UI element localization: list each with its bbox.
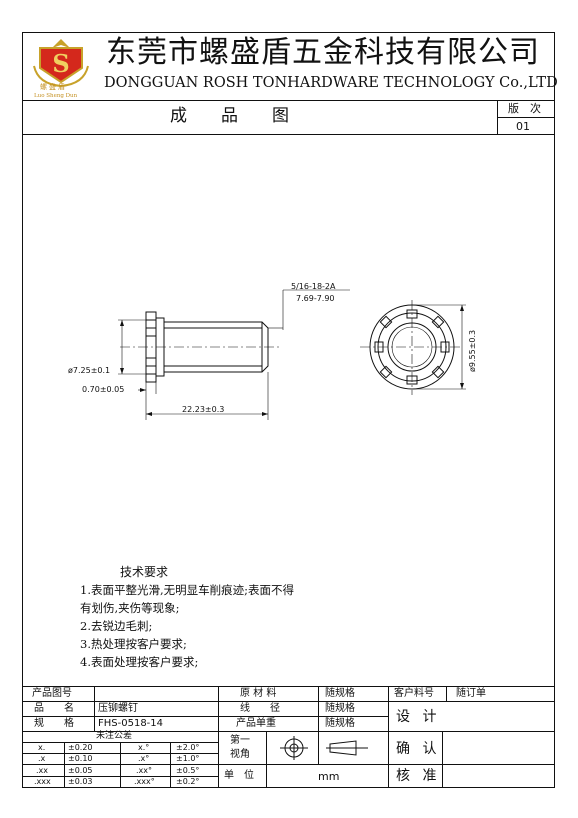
- spec-label: 规 格: [34, 718, 74, 729]
- name-label: 品 名: [34, 703, 74, 714]
- drawing-frame: [22, 32, 555, 788]
- tol-r0-c0: x.: [38, 743, 46, 752]
- unit-value: mm: [318, 770, 340, 783]
- company-name-en: DONGGUAN ROSH TONHARDWARE TECHNOLOGY Co.…: [104, 75, 558, 91]
- tol-r1-c2: .x°: [138, 754, 150, 763]
- head-diameter-label: ø7.25±0.1: [68, 366, 111, 375]
- length-label: 22.23±0.3: [182, 405, 225, 414]
- tol-r3-c3: ±0.2°: [176, 777, 200, 786]
- version-label: 版 次: [508, 102, 541, 115]
- tol-r2-c2: .xx°: [136, 766, 153, 775]
- material-value: 随规格: [325, 688, 355, 699]
- name-value: 压铆螺钉: [98, 703, 138, 714]
- company-logo: S: [30, 36, 92, 96]
- angle-label-2: 视角: [230, 749, 250, 760]
- customer-no-label: 客户料号: [394, 688, 434, 699]
- first-angle-projection-icon: [280, 736, 368, 760]
- tol-r0-c1: ±0.20: [68, 743, 93, 752]
- tol-r2-c0: .xx: [36, 766, 49, 775]
- weight-value: 随规格: [325, 718, 355, 729]
- customer-no-value: 随订单: [456, 688, 486, 699]
- tol-r3-c0: .xxx: [34, 777, 51, 786]
- thread-dim-label: 7.69-7.90: [296, 294, 335, 303]
- company-name-cn: 东莞市螺盛盾五金科技有限公司: [106, 35, 540, 70]
- approve-label: 核 准: [396, 768, 441, 784]
- logo-pinyin-text: Luo Sheng Dun: [34, 93, 78, 99]
- notes-line-3: 2.去锐边毛刺;: [80, 619, 153, 633]
- logo-letter: S: [52, 49, 69, 78]
- notes-line-4: 3.热处理按客户要求;: [80, 637, 187, 651]
- tol-r0-c2: x.°: [138, 743, 150, 752]
- notes-line-1: 1.表面平整光滑,无明显车削痕迹;表面不得: [80, 583, 295, 597]
- logo-cn-text: 螺盛盾: [40, 83, 67, 91]
- tol-r1-c1: ±0.10: [68, 754, 93, 763]
- thread-spec-label: 5/16-18-2A: [291, 282, 336, 291]
- tol-r3-c2: .xxx°: [134, 777, 155, 786]
- notes-title: 技术要求: [120, 565, 169, 579]
- weight-label: 产品单重: [236, 718, 276, 729]
- material-label: 原 材 料: [240, 688, 277, 699]
- tol-r2-c1: ±0.05: [68, 766, 93, 775]
- part-drawing: [118, 289, 466, 420]
- tol-r3-c1: ±0.03: [68, 777, 93, 786]
- drawing-title: 成 品 图: [170, 106, 289, 126]
- confirm-label: 确 认: [396, 741, 441, 757]
- product-no-label: 产品图号: [32, 688, 72, 699]
- tolerance-title: 未注公差: [96, 731, 133, 741]
- version-value: 01: [516, 120, 530, 133]
- tol-r1-c0: .x: [38, 754, 46, 763]
- head-thickness-label: 0.70±0.05: [82, 385, 125, 394]
- unit-label: 单 位: [224, 770, 254, 781]
- outer-diameter-label: ø9.55±0.3: [468, 329, 477, 372]
- spec-value: FHS-0518-14: [98, 718, 164, 729]
- angle-label-1: 第一: [230, 735, 250, 746]
- tol-r1-c3: ±1.0°: [176, 754, 200, 763]
- wire-label: 线 径: [240, 703, 280, 714]
- tol-r2-c3: ±0.5°: [176, 766, 200, 775]
- tol-r0-c3: ±2.0°: [176, 743, 200, 752]
- design-label: 设 计: [396, 709, 441, 725]
- notes-line-5: 4.表面处理按客户要求;: [80, 655, 199, 669]
- notes-line-2: 有划伤,夹伤等现象;: [80, 601, 180, 615]
- wire-value: 随规格: [325, 703, 355, 714]
